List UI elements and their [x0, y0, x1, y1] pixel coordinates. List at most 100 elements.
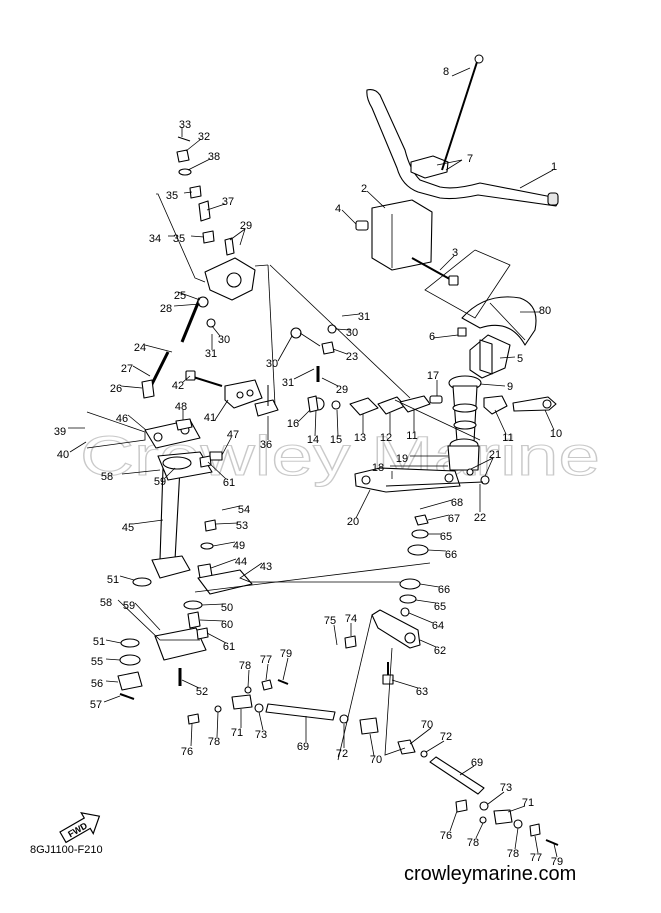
upper-left-assembly	[176, 136, 256, 343]
washer-51a	[132, 577, 152, 587]
nut-67	[414, 514, 429, 526]
callout-c9: 9	[507, 381, 513, 393]
nut-53	[204, 519, 217, 532]
callout-c80: 80	[539, 305, 551, 317]
handlebar-holder-upper	[410, 155, 449, 179]
callout-c30b: 30	[346, 327, 358, 339]
rod-end-71a	[231, 694, 253, 710]
callout-c11b: 11	[502, 432, 513, 444]
washer-66b	[399, 578, 421, 590]
callout-c78d: 78	[507, 848, 519, 860]
website-text: crowleymarine.com	[404, 863, 576, 885]
callout-c67: 67	[448, 513, 460, 525]
callout-c44: 44	[235, 556, 247, 568]
callout-c7: 7	[467, 153, 473, 165]
callout-c57: 57	[90, 699, 102, 711]
callout-c51b: 51	[93, 636, 105, 648]
callout-c69a: 69	[297, 741, 309, 753]
callout-c5: 5	[517, 353, 523, 365]
pin-79a	[277, 679, 289, 685]
plate-48	[175, 418, 193, 431]
callout-c66b: 66	[438, 584, 450, 596]
callout-c33: 33	[179, 119, 191, 131]
callout-c52: 52	[196, 686, 208, 698]
callout-c34: 34	[149, 233, 161, 245]
nut-76b	[455, 799, 468, 813]
callout-c63: 63	[416, 686, 428, 698]
callout-c36: 36	[260, 439, 272, 451]
pin-33	[177, 136, 191, 142]
bushing-16	[307, 395, 319, 413]
callout-c19: 19	[396, 453, 408, 465]
callout-c2: 2	[361, 183, 367, 195]
callout-c26: 26	[110, 383, 122, 395]
callout-c59b: 59	[123, 600, 135, 612]
washer-78d	[513, 819, 523, 829]
callout-c35b: 35	[173, 233, 185, 245]
callout-c4: 4	[335, 203, 341, 215]
joint-26	[141, 379, 155, 399]
callout-c28: 28	[160, 303, 172, 315]
callout-c10: 10	[550, 428, 562, 440]
callout-c14: 14	[307, 434, 319, 446]
callout-c41: 41	[204, 412, 216, 424]
callout-c76a: 76	[181, 746, 193, 758]
callout-c71a: 71	[231, 727, 243, 739]
callout-c43: 43	[260, 561, 272, 573]
callout-c65b: 65	[434, 601, 446, 613]
link-arm-13	[349, 397, 379, 416]
callout-c77a: 77	[260, 654, 272, 666]
callout-c62: 62	[434, 645, 446, 657]
shaft-foot	[151, 555, 191, 579]
callout-c46: 46	[116, 413, 128, 425]
callout-c13: 13	[354, 432, 366, 444]
callout-c79a: 79	[280, 648, 292, 660]
callout-c50: 50	[221, 602, 233, 614]
callout-c23: 23	[346, 351, 358, 363]
callout-c72a: 72	[336, 748, 348, 760]
callout-c51a: 51	[107, 574, 119, 586]
callout-c74: 74	[345, 613, 357, 625]
bolt-47	[209, 451, 223, 461]
callout-c77b: 77	[530, 852, 542, 864]
collar-35b	[202, 230, 215, 244]
steering-arm-20	[354, 467, 461, 493]
nut-21	[480, 475, 490, 485]
callout-c69b: 69	[471, 757, 483, 769]
callout-c32: 32	[198, 131, 210, 143]
callout-c20: 20	[347, 516, 359, 528]
bracket-41	[224, 379, 263, 409]
callout-c75: 75	[324, 615, 336, 627]
callout-c49: 49	[233, 540, 245, 552]
holder-bolt	[355, 220, 369, 231]
callout-c22: 22	[474, 512, 486, 524]
collar-64	[400, 607, 410, 617]
nut-28	[197, 296, 209, 308]
washer-38	[178, 168, 192, 176]
callout-c72b: 72	[440, 731, 452, 743]
callout-c58b: 58	[100, 597, 112, 609]
nut-32	[176, 149, 190, 163]
fwd-arrow-icon: FWD	[59, 811, 101, 844]
callout-c56: 56	[91, 678, 103, 690]
washer-78a	[244, 686, 252, 694]
nut-61b	[196, 627, 209, 640]
washer-65a	[411, 529, 429, 539]
nut-76a	[187, 713, 200, 725]
callout-c17: 17	[427, 370, 439, 382]
callout-c38: 38	[208, 151, 220, 163]
callout-c30c: 30	[266, 358, 278, 370]
callout-c53: 53	[236, 520, 248, 532]
washer-65b	[399, 594, 417, 604]
callout-c42: 42	[172, 380, 184, 392]
callout-c73a: 73	[255, 729, 267, 741]
link-arm-11	[399, 395, 431, 413]
callout-c31b: 31	[358, 311, 370, 323]
callout-c47: 47	[227, 429, 239, 441]
tie-rod-right	[397, 739, 559, 846]
nut-56	[117, 671, 143, 691]
callout-c71b: 71	[522, 797, 534, 809]
callout-c59a: 59	[154, 476, 166, 488]
handlebar-grip	[547, 192, 559, 206]
